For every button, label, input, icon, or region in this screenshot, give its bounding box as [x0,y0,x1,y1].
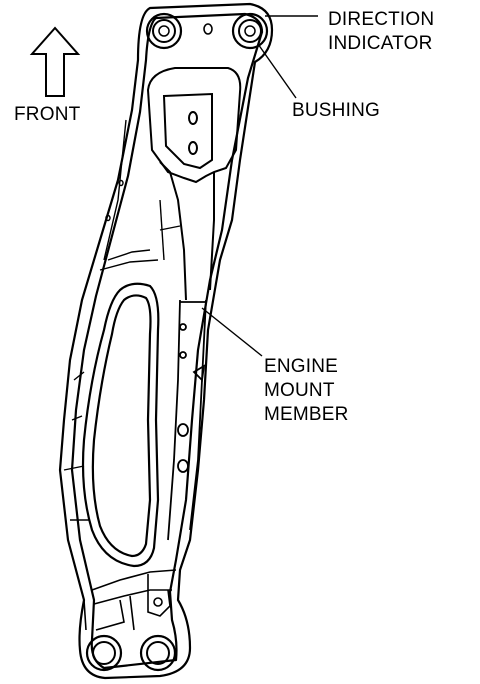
top-left-bushing [145,12,183,50]
engine-mount-member-line-2: MOUNT [264,380,335,401]
leader-lines [201,15,318,357]
front-label: FRONT [14,104,81,125]
direction-indicator-line-2: INDICATOR [328,33,433,54]
direction-indicator-hole [203,23,213,35]
upper-pocket [146,67,242,301]
center-rib [167,299,207,541]
engine-mount-member-line-1: ENGINE [264,356,338,377]
direction-indicator-line-1: DIRECTION [328,9,434,30]
bottom-left-bushing [85,634,123,672]
direction-indicator-label: DIRECTION INDICATOR [328,9,440,54]
bottom-right-bushing [139,634,177,672]
engine-mount-member-line-3: MEMBER [264,404,349,425]
engine-mount-member-label: ENGINE MOUNT MEMBER [264,356,349,425]
top-right-bushing [231,12,269,50]
bottom-bracket [83,569,177,631]
flange-lines [63,119,181,521]
bushing-label: BUSHING [292,100,380,121]
member-outline [58,2,274,680]
lower-opening [81,282,160,568]
front-arrow-icon [29,26,81,97]
